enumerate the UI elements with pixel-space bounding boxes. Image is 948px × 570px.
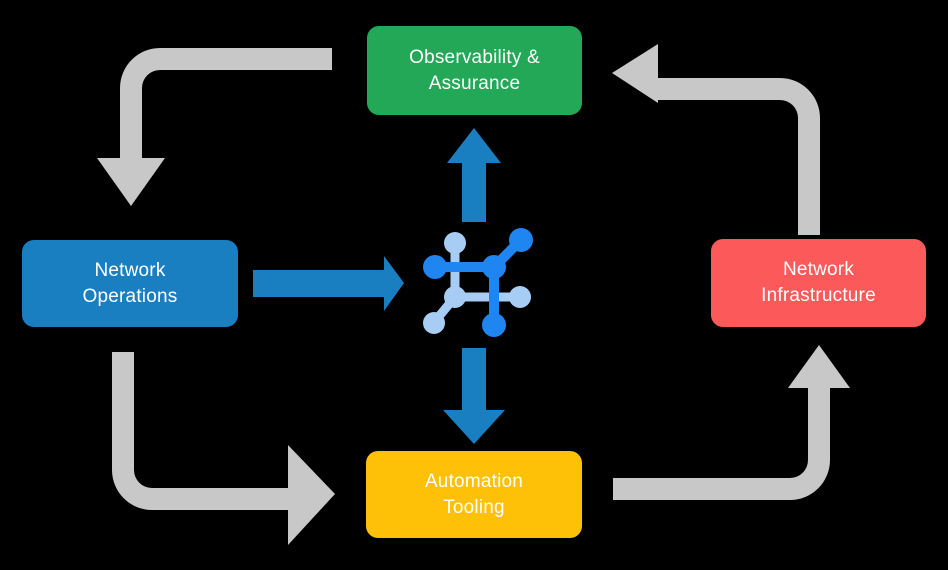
arrow-center-to-observability [447,128,501,222]
arrow-observability-to-operations [97,48,332,206]
node-network-infrastructure[interactable]: Network Infrastructure [711,239,926,327]
arrow-infrastructure-to-observability [612,44,820,235]
node-network-operations-label: Network Operations [82,259,178,307]
network-topology-icon [423,228,533,337]
node-automation-tooling[interactable]: Automation Tooling [366,451,582,538]
node-observability-assurance[interactable]: Observability & Assurance [367,26,582,115]
arrow-operations-to-automation [112,352,335,545]
node-observability-assurance-label: Observability & Assurance [409,46,540,94]
arrow-operations-to-center [253,256,404,311]
node-network-operations[interactable]: Network Operations [22,240,238,327]
node-automation-tooling-label: Automation Tooling [424,470,524,518]
arrow-center-to-automation [443,348,505,444]
arrow-automation-to-infrastructure [613,345,850,500]
node-network-infrastructure-label: Network Infrastructure [761,259,876,306]
